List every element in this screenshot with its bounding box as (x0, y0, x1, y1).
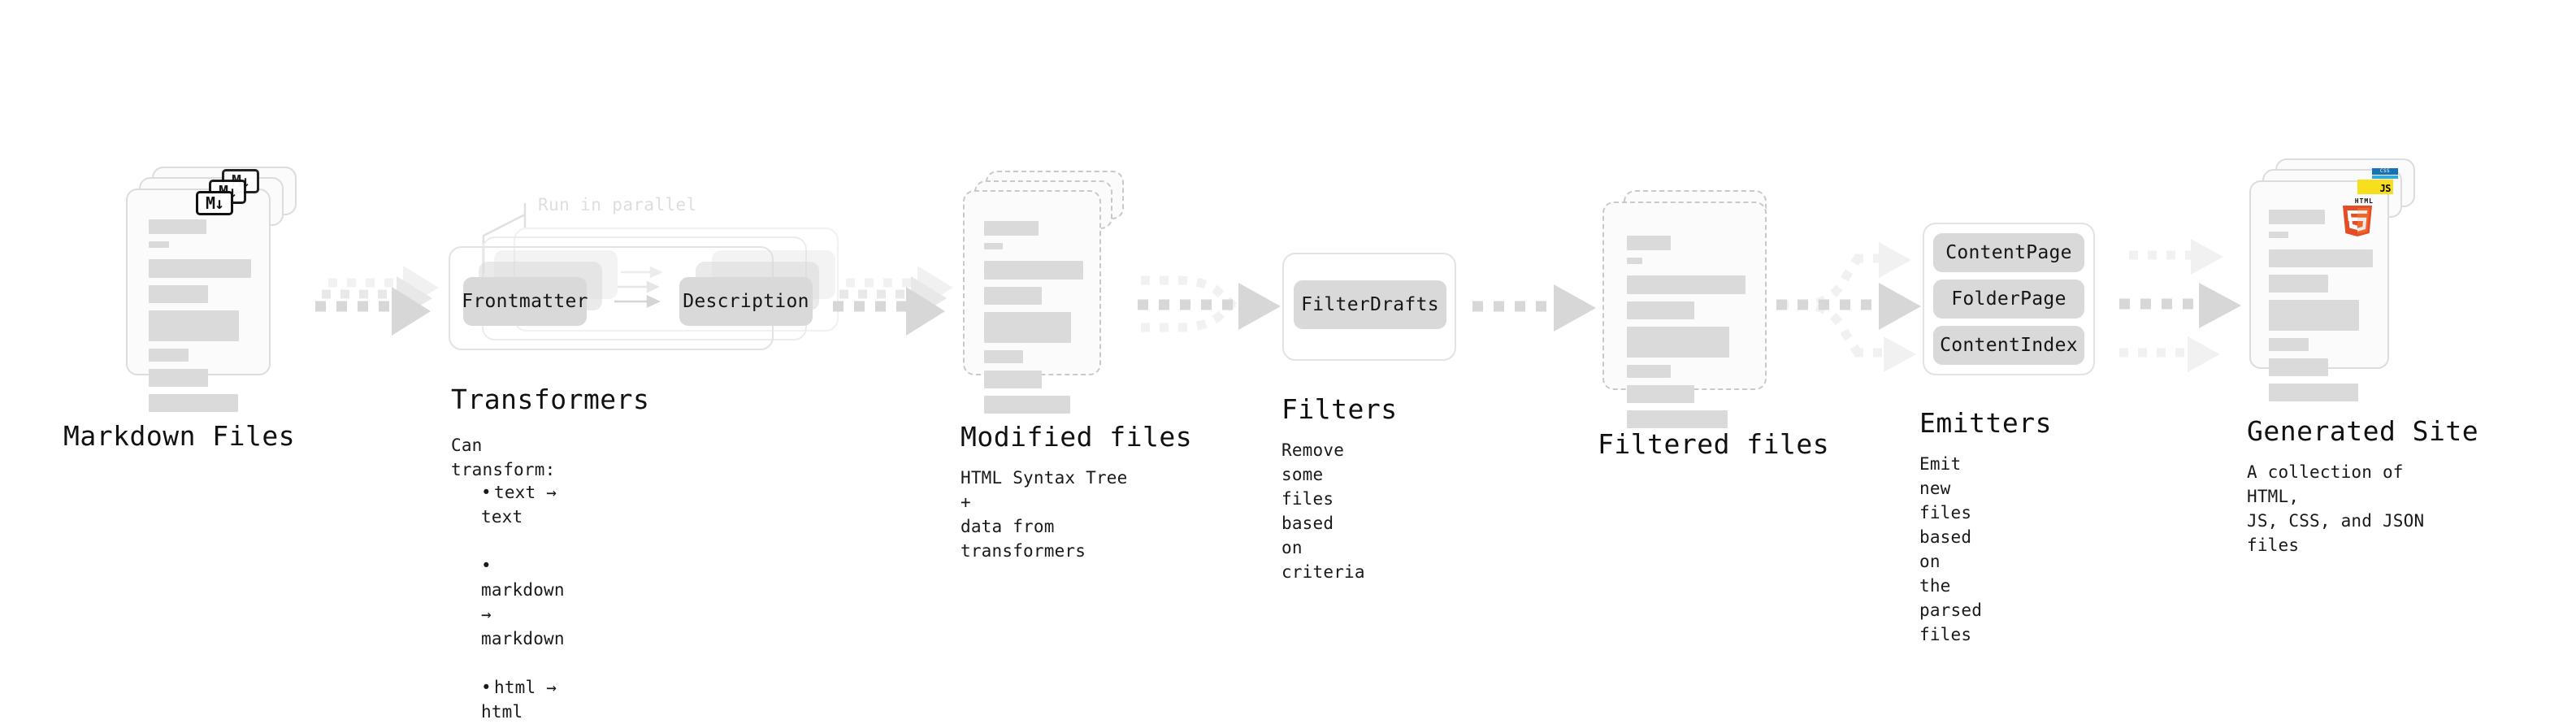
arrow-transformers-to-modified (833, 266, 953, 336)
generated-site-front (2249, 180, 2389, 401)
filtered-file-stack (1602, 190, 1773, 428)
generated-site-placeholder-lines (2269, 210, 2373, 409)
list-item: •markdown → markdown (481, 556, 565, 648)
stage-generated-site: CSS JS HTML Generated Site (2247, 158, 2478, 555)
html5-badge: HTML (2341, 197, 2374, 236)
run-in-parallel-label: Run in parallel (538, 195, 697, 215)
markdown-badge-front: M↓ (196, 191, 233, 215)
transformer-chip-frontmatter[interactable]: Frontmatter (462, 277, 588, 326)
stage-modified-files: Modified files HTML Syntax Tree + data f… (961, 171, 1192, 561)
emitters-chip-contentindex[interactable]: ContentIndex (1933, 326, 2084, 365)
stage-title-transformers: Transformers (451, 384, 650, 415)
filtered-file-front (1602, 202, 1767, 428)
emitters-chip-contentindex-label: ContentIndex (1940, 335, 2078, 356)
filters-chip-filterdrafts[interactable]: FilterDrafts (1294, 280, 1446, 329)
generated-site-stack: CSS JS HTML (2249, 158, 2436, 418)
stage-filtered-files: Filtered files (1598, 190, 1829, 460)
emitters-chip-contentpage-label: ContentPage (1945, 242, 2072, 263)
arrow-modified-to-filters (1138, 275, 1281, 332)
emitters-group[interactable] (1923, 223, 2095, 375)
modified-file-stack (963, 171, 1134, 423)
html5-icon (2343, 206, 2372, 236)
modified-file-placeholder-lines (984, 221, 1083, 421)
generated-site-subtitle: A collection of HTML, JS, CSS, and JSON … (2247, 462, 2425, 555)
transformers-subtitle: Can transform: (451, 436, 556, 479)
modified-files-subtitle: HTML Syntax Tree + data from transformer… (961, 468, 1128, 561)
stage-title-filters: Filters (1281, 393, 1398, 425)
modified-file-front (963, 190, 1101, 414)
markdown-file-stack: M↓ M↓ M↓ (126, 167, 297, 418)
diagram-canvas: M↓ M↓ M↓ Markdown Files Run in parallel (63, 158, 2478, 722)
arrow-markdown-to-transformers (315, 266, 439, 336)
stage-markdown-files: M↓ M↓ M↓ Markdown Files (63, 167, 297, 452)
arrow-emitters-to-site (2119, 239, 2241, 372)
stage-title-markdown-files: Markdown Files (63, 420, 296, 452)
stage-title-generated-site: Generated Site (2247, 415, 2479, 447)
transformer-chip-description[interactable]: Description (679, 277, 813, 326)
stage-title-emitters: Emitters (1919, 407, 2052, 439)
transformer-inner-arrows (614, 266, 664, 308)
emitters-chip-folderpage-label: FolderPage (1951, 288, 2066, 310)
transformer-chip-frontmatter-label: Frontmatter (462, 291, 588, 312)
arrow-filtered-to-emitters (1776, 242, 1921, 372)
arrow-layer: .dash { stroke-dasharray: 13 13; stroke-… (315, 239, 2241, 372)
filters-group[interactable] (1282, 253, 1456, 361)
stage-title-modified-files: Modified files (961, 421, 1193, 453)
html5-wordmark: HTML (2354, 197, 2374, 205)
stage-title-filtered-files: Filtered files (1598, 428, 1830, 460)
markdown-file-placeholder-lines (149, 219, 251, 419)
list-item: •text → text (481, 483, 557, 527)
css-icon: CSS (2372, 168, 2398, 175)
js-icon: JS (2379, 183, 2392, 194)
emitters-chip-contentpage[interactable]: ContentPage (1933, 233, 2084, 272)
css-badge: CSS (2372, 168, 2398, 179)
filters-subtitle: Remove some files based on criteria (1281, 440, 1365, 582)
run-in-parallel-bracket (482, 203, 527, 274)
filters-chip-filterdrafts-label: FilterDrafts (1301, 294, 1439, 315)
arrow-filters-to-filtered (1472, 284, 1596, 332)
markdown-file-front (126, 189, 271, 412)
transformer-chip-description-label: Description (683, 291, 809, 312)
emitters-chip-folderpage[interactable]: FolderPage (1933, 280, 2084, 319)
filtered-file-placeholder-lines (1627, 236, 1746, 436)
emitters-subtitle: Emit new files based on the parsed files (1919, 454, 1983, 644)
js-badge: JS (2357, 180, 2393, 194)
markdown-icon: M↓ (196, 191, 233, 215)
